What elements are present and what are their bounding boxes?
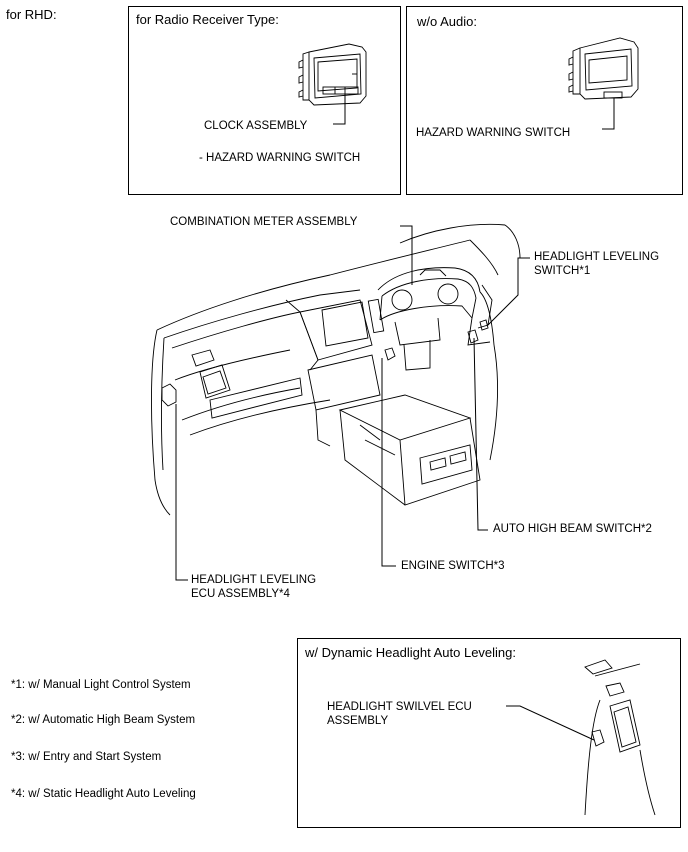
swivel-ecu-label-line2: ASSEMBLY [327,715,389,727]
radio-receiver-panel: for Radio Receiver Type: CLOCK ASSEMBLY … [128,6,401,195]
no-audio-panel: w/o Audio: HAZARD WARNING SWITCH [406,6,683,195]
page-title: for RHD: [6,7,57,22]
hazard-warning-switch-label-no-audio: HAZARD WARNING SWITCH [416,127,571,139]
no-audio-hazard-leader [602,98,615,130]
hazard-warning-switch-label: - HAZARD WARNING SWITCH [199,152,361,164]
no-audio-panel-title: w/o Audio: [417,14,477,29]
footnote-3: *3: w/ Entry and Start System [11,751,162,763]
combination-meter-leader [400,225,413,285]
engine-switch-leader [381,358,396,567]
radio-receiver-unit-drawing [298,43,367,106]
leveling-switch-label-line2: SWITCH*1 [534,265,591,277]
combination-meter-label: COMBINATION METER ASSEMBLY [170,216,358,228]
leveling-switch-leader [487,257,530,326]
clock-assembly-leader [333,94,346,125]
engine-switch-label: ENGINE SWITCH*3 [401,560,505,572]
footnote-4: *4: w/ Static Headlight Auto Leveling [11,788,196,800]
leveling-ecu-leader [175,404,188,581]
auto-high-beam-leader [473,337,488,531]
swivel-ecu-label-line1: HEADLIGHT SWILVEL ECU [327,701,472,713]
component-markers [161,319,489,407]
dynamic-leveling-panel-title: w/ Dynamic Headlight Auto Leveling: [305,645,517,660]
clock-assembly-label: CLOCK ASSEMBLY [204,120,308,132]
radio-receiver-panel-title: for Radio Receiver Type: [136,12,279,27]
no-audio-unit-drawing [568,37,639,100]
footnote-1: *1: w/ Manual Light Control System [11,679,191,691]
leveling-ecu-label-line1: HEADLIGHT LEVELING [191,574,317,586]
swivel-ecu-drawing [584,659,656,816]
dynamic-leveling-panel: w/ Dynamic Headlight Auto Leveling: HEAD… [297,638,681,828]
leveling-switch-label-line1: HEADLIGHT LEVELING [534,251,660,263]
footnote-2: *2: w/ Automatic High Beam System [11,714,196,726]
auto-high-beam-label: AUTO HIGH BEAM SWITCH*2 [493,523,652,535]
swivel-ecu-leader [506,705,595,741]
dashboard-drawing [151,223,521,516]
leveling-ecu-label-line2: ECU ASSEMBLY*4 [191,588,290,600]
